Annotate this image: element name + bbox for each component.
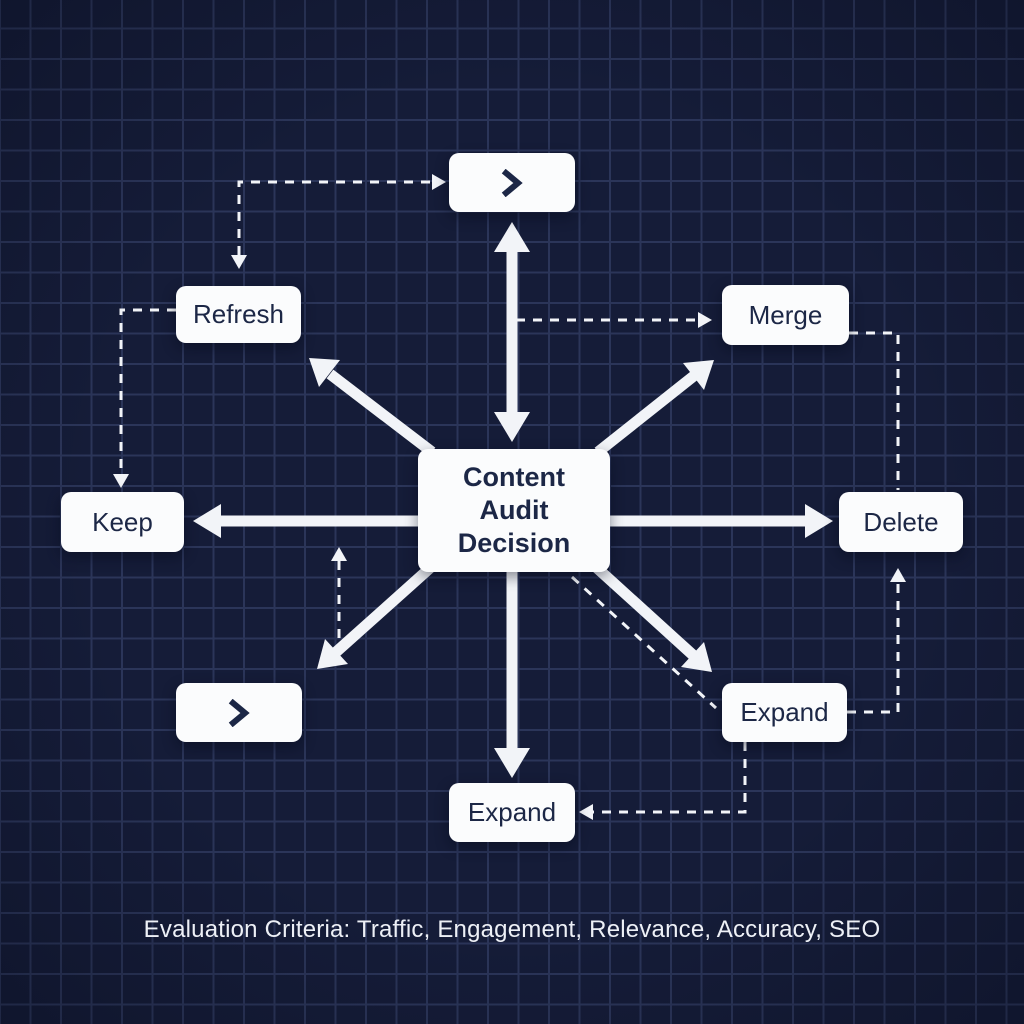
dashed-center-to-expand-right [570,575,718,710]
node-delete: Delete [839,492,963,552]
arrow-center-to-keep [193,504,420,538]
node-refresh-label: Refresh [192,299,285,329]
node-bottom-left-action [176,683,302,742]
center-decision-label: Content Audit Decision [457,462,571,558]
arrow-center-to-top-action [494,222,530,442]
dashed-merge-to-delete [849,331,900,490]
node-merge: Merge [722,285,849,345]
dashed-refresh-to-keep [113,308,176,488]
node-keep: Keep [61,492,184,552]
arrow-center-to-merge [594,360,714,457]
arrow-center-to-bottom-left-action [317,563,434,669]
node-center-decision: Content Audit Decision [418,449,610,572]
node-keep-label: Keep [92,506,153,537]
node-merge-label: Merge [748,299,823,330]
chevron-right-icon [228,698,250,727]
arrow-center-to-expand-bottom [494,570,530,778]
arrow-center-to-expand-right [593,563,712,672]
node-expand-right-label: Expand [740,697,829,727]
node-expand-bottom: Expand [449,783,575,842]
node-top-action [449,153,575,212]
dashed-center-to-merge [516,312,712,328]
evaluation-criteria-caption: Evaluation Criteria: Traffic, Engagement… [143,916,881,943]
node-expand-right: Expand [722,683,847,742]
arrow-center-to-delete [608,504,833,538]
dashed-expand-right-to-delete [847,568,906,714]
node-refresh: Refresh [176,286,301,343]
node-expand-bottom-label: Expand [467,797,557,827]
dashed-top-action-refresh [231,174,446,269]
dashed-bottom-left-to-center [331,547,347,638]
arrow-center-to-refresh [309,358,436,457]
node-delete-label: Delete [863,506,939,537]
dashed-expand-right-to-expand-bottom [579,742,747,820]
chevron-right-icon [501,168,523,197]
